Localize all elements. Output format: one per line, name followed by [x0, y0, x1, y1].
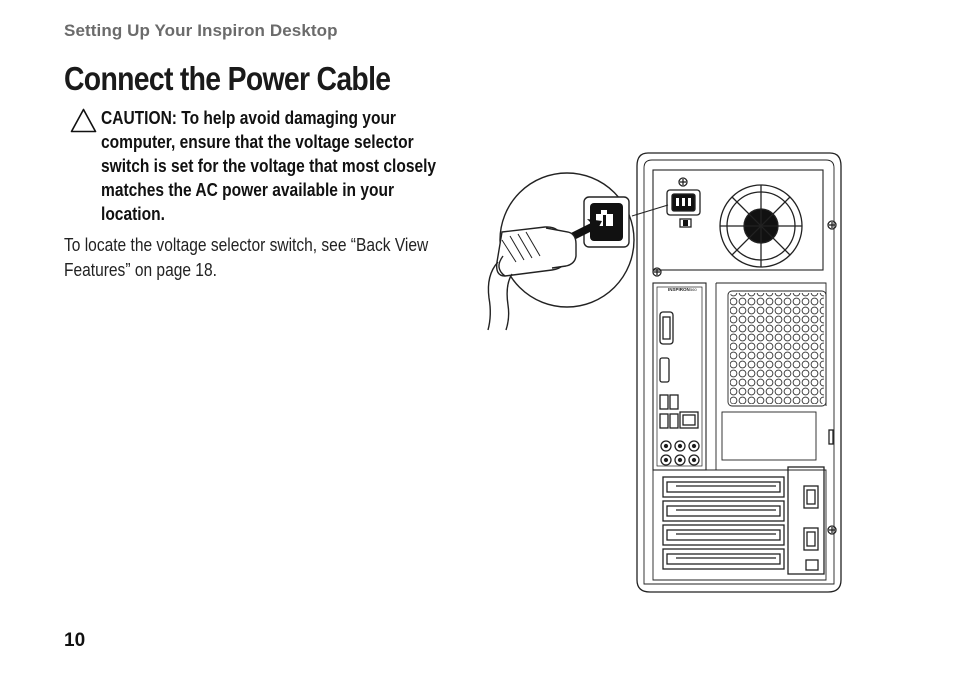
power-connector-icon: [583, 196, 630, 248]
section-header: Setting Up Your Inspiron Desktop: [64, 21, 338, 40]
brand-label: INSPIRON: [668, 287, 690, 292]
body-text: To locate the voltage selector switch, s…: [64, 234, 429, 280]
page-number: 10: [64, 630, 86, 651]
zoom-callout: [487, 172, 635, 331]
computer-chassis: [636, 152, 842, 593]
power-cable-illustration: INSPIRON 560: [487, 152, 842, 593]
caution-icon: [70, 108, 97, 133]
caution-text: CAUTION: To help avoid damaging your com…: [101, 107, 437, 224]
model-label: 560: [690, 287, 697, 292]
callout-line: [631, 204, 669, 217]
page-title: Connect the Power Cable: [64, 60, 391, 97]
power-plug-icon: [487, 226, 577, 331]
insert-arrow-icon: [571, 219, 602, 240]
